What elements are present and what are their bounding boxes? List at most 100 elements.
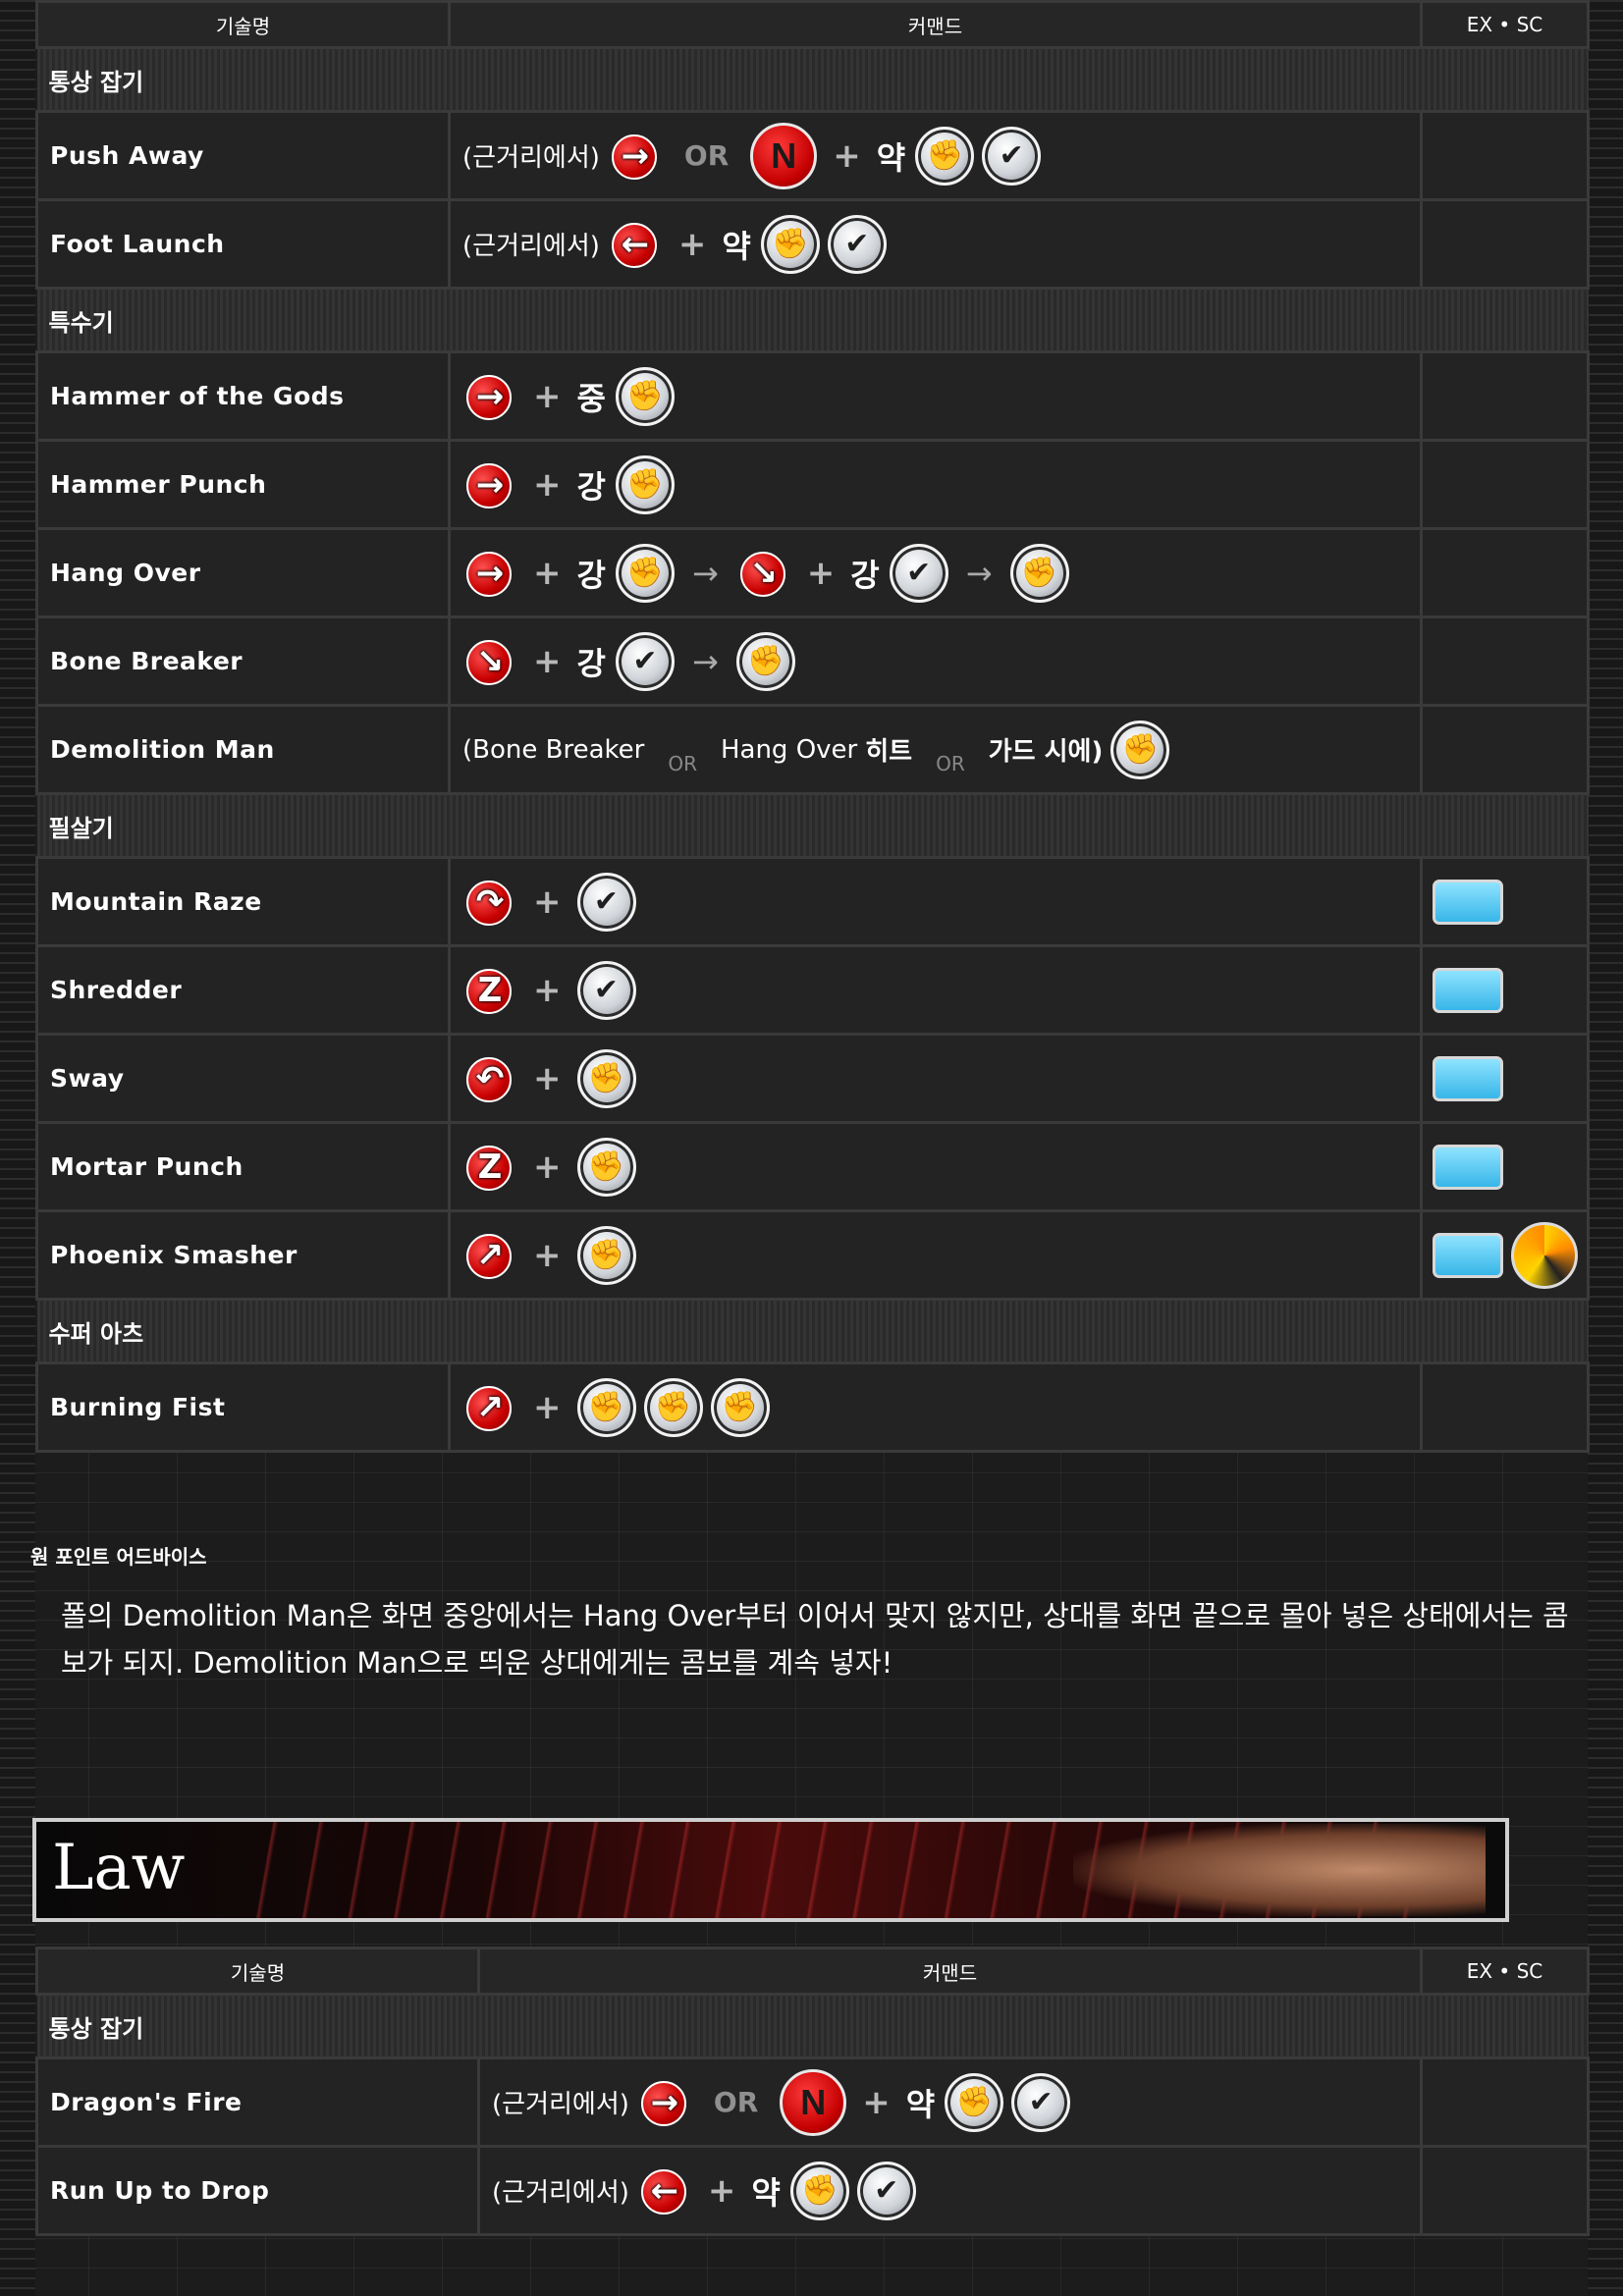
sequence-arrow: →	[965, 554, 993, 592]
ex-sc-cell	[1420, 527, 1590, 618]
move-command: ↘+강✔→✊	[448, 615, 1423, 707]
joystick-icon: ↗	[462, 1380, 517, 1435]
joystick-icon: Z	[462, 963, 517, 1018]
command-sequence: →+중✊	[462, 366, 1420, 426]
ex-sc-cell	[1420, 1209, 1590, 1301]
joystick-icon: →	[608, 129, 663, 184]
ex-sc-cell	[1420, 110, 1590, 201]
ex-gauge-icon	[1433, 1055, 1503, 1101]
move-name: Sway	[35, 1033, 451, 1124]
joystick-icon: ↘	[462, 634, 517, 689]
ex-sc-cell	[1420, 198, 1590, 290]
move-name: Bone Breaker	[35, 615, 451, 707]
plus-sign: +	[533, 641, 562, 681]
move-command: ↗+✊	[448, 1209, 1423, 1301]
joystick-ball	[466, 1233, 512, 1279]
move-name: Shredder	[35, 944, 451, 1036]
joystick-ball	[611, 222, 657, 268]
joystick-ball	[466, 1385, 512, 1431]
move-name: Hang Over	[35, 527, 451, 618]
section-title: 통상 잡기	[36, 46, 1589, 113]
law-banner: Law	[32, 1818, 1509, 1922]
condition-text: Hang Over	[720, 734, 858, 765]
move-command: Z+✊	[448, 1121, 1423, 1212]
punch-icon: ✊	[615, 543, 675, 603]
joystick-direction: →	[475, 553, 505, 593]
joystick-direction: →	[650, 2082, 679, 2122]
punch-icon: ✊	[643, 1377, 703, 1437]
joystick-ball	[466, 374, 512, 420]
joystick-direction: ↘	[475, 641, 505, 681]
joystick-icon: →	[637, 2075, 692, 2130]
joystick-direction: ↗	[475, 1387, 505, 1427]
command-sequence: (근거리에서)←+약✊✔	[492, 2161, 1420, 2220]
kick-icon: ✔	[827, 214, 887, 274]
punch-icon: ✊	[576, 1137, 636, 1197]
move-command: →+강✊→↘+강✔→✊	[448, 527, 1423, 618]
section-row: 수퍼 아츠	[36, 1298, 1589, 1364]
punch-icon: ✊	[760, 214, 820, 274]
command-sequence: ↷+✔	[462, 872, 1420, 932]
ex-sc-cell	[1420, 439, 1590, 530]
section-title: 특수기	[36, 287, 1589, 353]
or-separator: OR	[713, 2086, 759, 2118]
super-cancel-icon	[1511, 1221, 1578, 1289]
joystick-ball	[739, 551, 785, 597]
joystick-icon: →	[462, 457, 517, 512]
banner-title: Law	[52, 1832, 186, 1904]
button-strength: 중	[576, 379, 606, 417]
plus-sign: +	[533, 1235, 562, 1275]
move-name: Run Up to Drop	[35, 2145, 480, 2236]
joystick-direction: →	[621, 135, 650, 176]
or-separator: OR	[936, 751, 965, 775]
kick-icon: ✔	[1011, 2072, 1071, 2132]
joystick-direction: ←	[650, 2170, 679, 2211]
range-condition: (근거리에서)	[462, 143, 600, 173]
joystick-direction: ←	[621, 224, 650, 264]
ex-gauge-icon	[1433, 967, 1503, 1013]
joystick-ball	[640, 2080, 686, 2126]
advice-body: 폴의 Demolition Man은 화면 중앙에서는 Hang Over부터 …	[61, 1599, 1569, 1680]
joystick-direction: →	[475, 464, 505, 505]
ex-sc-cell	[1420, 944, 1590, 1036]
or-separator: OR	[668, 751, 697, 775]
punch-icon: ✊	[735, 631, 795, 691]
ex-sc-cell	[1420, 2056, 1590, 2148]
sequence-arrow: →	[691, 554, 719, 592]
joystick-direction: ↶	[475, 1058, 505, 1098]
joystick-icon: ↘	[736, 546, 791, 601]
ex-sc-cell	[1420, 1033, 1590, 1124]
section-row: 통상 잡기	[36, 1993, 1589, 2059]
command-sequence: →+강✊→↘+강✔→✊	[462, 543, 1420, 603]
section-title: 필살기	[36, 792, 1589, 859]
command-sequence: Z+✊	[462, 1137, 1420, 1197]
kick-icon: ✔	[856, 2161, 916, 2220]
joystick-icon: Z	[462, 1140, 517, 1195]
ex-sc-cell	[1420, 1121, 1590, 1212]
move-command: Z+✔	[448, 944, 1423, 1036]
joystick-ball	[466, 639, 512, 685]
header-command: 커맨드	[477, 1947, 1423, 1996]
ex-sc-cell	[1420, 704, 1590, 795]
move-name: Dragon's Fire	[35, 2056, 480, 2148]
character-portrait	[1073, 1824, 1486, 1916]
plus-sign: +	[806, 553, 836, 593]
move-row: Run Up to Drop(근거리에서)←+약✊✔	[35, 2145, 1590, 2236]
move-command: (근거리에서)←+약✊✔	[477, 2145, 1423, 2236]
button-strength: 강	[576, 556, 606, 594]
plus-sign: +	[833, 135, 861, 176]
plus-sign: +	[533, 553, 562, 593]
move-command: ↶+✊	[448, 1033, 1423, 1124]
punch-icon: ✊	[710, 1377, 770, 1437]
joystick-ball	[466, 880, 512, 926]
header-name: 기술명	[35, 1947, 480, 1996]
joystick-icon: ←	[637, 2163, 692, 2218]
plus-sign: +	[862, 2082, 891, 2122]
move-command: →+중✊	[448, 350, 1423, 442]
